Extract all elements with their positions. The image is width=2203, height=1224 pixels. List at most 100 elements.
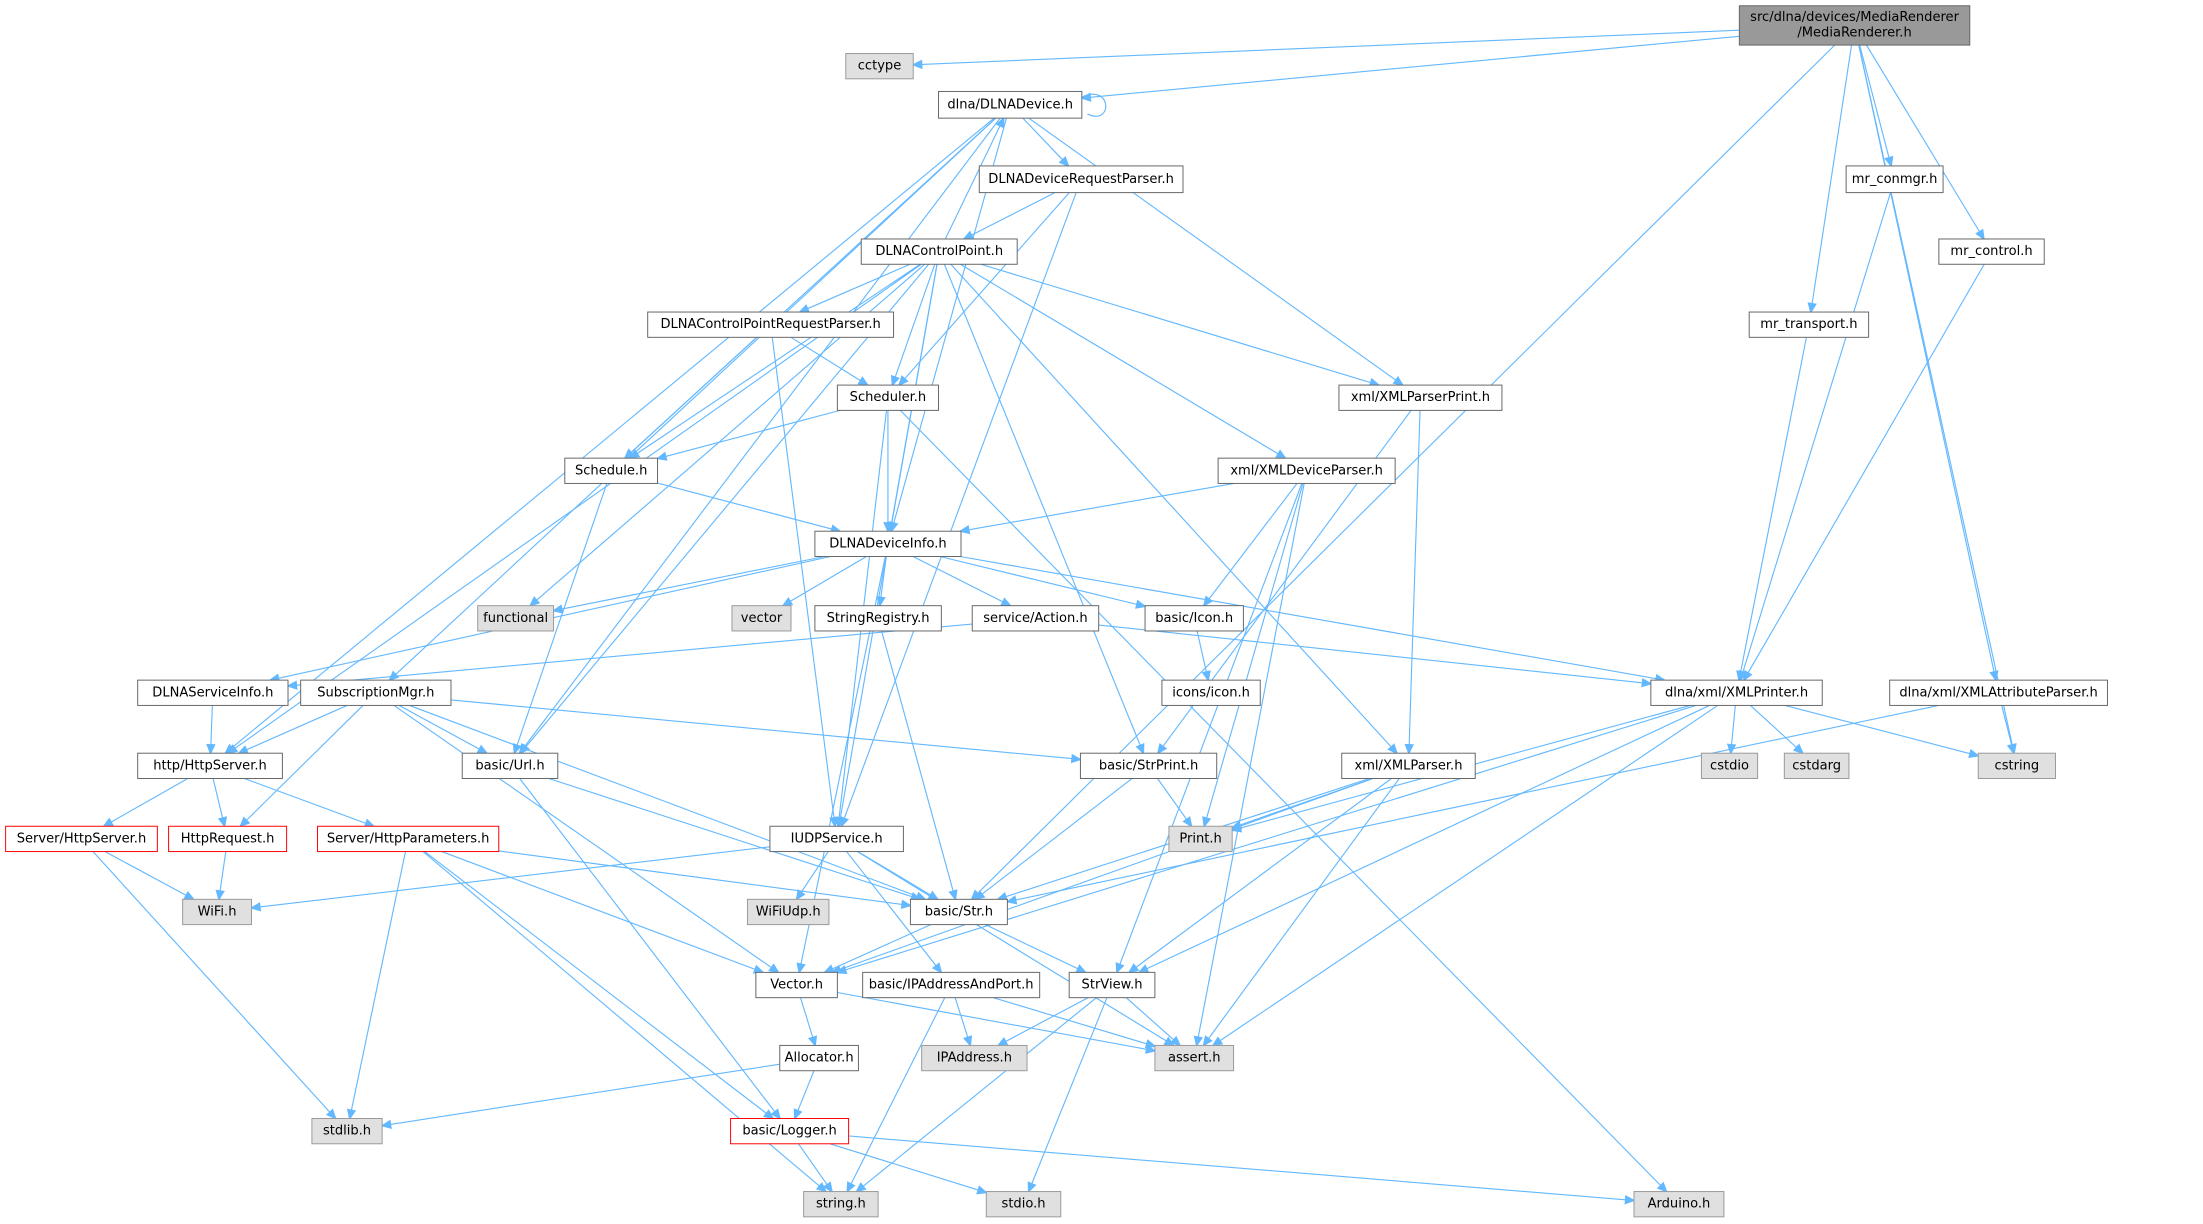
- node-controlpoint[interactable]: DLNAControlPoint.h: [860, 238, 1018, 265]
- node-submgr[interactable]: SubscriptionMgr.h: [300, 679, 452, 706]
- node-strprint[interactable]: basic/StrPrint.h: [1079, 752, 1218, 779]
- node-action[interactable]: service/Action.h: [971, 605, 1100, 632]
- arrowhead: [815, 1182, 828, 1193]
- node-xmlparserprint[interactable]: xml/XMLParserPrint.h: [1338, 384, 1503, 411]
- arrowhead: [1202, 1035, 1213, 1047]
- arrowhead: [1211, 1036, 1224, 1047]
- arrowhead: [1275, 449, 1287, 460]
- arrowhead: [1000, 597, 1012, 607]
- arrowhead: [476, 744, 489, 755]
- arrowhead: [1193, 1035, 1204, 1048]
- edge-schedule-to-deviceinfo: [657, 482, 842, 534]
- node-xmlattrparser[interactable]: dlna/xml/XMLAttributeParser.h: [1889, 679, 2108, 706]
- node-icon[interactable]: basic/Icon.h: [1144, 605, 1244, 632]
- node-iconsicon[interactable]: icons/icon.h: [1161, 679, 1261, 706]
- node-label: basic/IPAddressAndPort.h: [869, 978, 1034, 993]
- arrowhead: [846, 1181, 856, 1194]
- node-str[interactable]: basic/Str.h: [909, 898, 1008, 926]
- node-httpserver[interactable]: http/HttpServer.h: [137, 752, 283, 779]
- arrowhead: [1884, 155, 1894, 168]
- edge-root-to-cctype: [911, 29, 1740, 70]
- node-deviceinfo[interactable]: DLNADeviceInfo.h: [814, 530, 962, 557]
- node-devreqparser[interactable]: DLNADeviceRequestParser.h: [978, 165, 1184, 194]
- arrowhead: [1127, 963, 1140, 974]
- edge-controlpoint-to-cpreqparser: [798, 263, 911, 313]
- node-logger[interactable]: basic/Logger.h: [730, 1118, 850, 1145]
- edge-ipaddrport-to-assert: [993, 997, 1157, 1049]
- edge-xmlparser-to-assert: [1202, 778, 1400, 1047]
- node-label: HttpRequest.h: [181, 831, 275, 846]
- arrowhead: [781, 596, 794, 607]
- arrowhead: [1792, 743, 1805, 755]
- edge-httpparams-to-str: [498, 850, 913, 910]
- edge-cpreqparser-to-iudp: [771, 337, 839, 829]
- node-stringregistry[interactable]: StringRegistry.h: [814, 605, 942, 632]
- edge-scheduler-to-deviceinfo: [883, 410, 893, 533]
- arrowhead: [1202, 816, 1212, 828]
- arrowhead: [1075, 964, 1088, 974]
- node-strview[interactable]: StrView.h: [1068, 971, 1156, 999]
- arrowhead: [890, 374, 900, 387]
- edge-ipaddrport-to-ipaddress: [954, 997, 973, 1048]
- arrowhead: [1005, 895, 1018, 905]
- edge-httpserver-to-httprequest: [212, 778, 228, 828]
- edge-xmlprinter-to-cstdarg: [1750, 705, 1805, 755]
- edge-allocator-to-stdlib: [380, 1063, 780, 1129]
- node-cpreqparser[interactable]: DLNAControlPointRequestParser.h: [647, 311, 895, 338]
- node-httpparams[interactable]: Server/HttpParameters.h: [317, 825, 500, 853]
- edge-httpserver-to-srvhttpserver: [102, 778, 189, 828]
- arrowhead: [911, 59, 923, 70]
- node-iudp[interactable]: IUDPService.h: [769, 825, 904, 853]
- node-srvhttpserver[interactable]: Server/HttpServer.h: [5, 825, 158, 853]
- node-xmlparser[interactable]: xml/XMLParser.h: [1341, 752, 1476, 779]
- node-httprequest[interactable]: HttpRequest.h: [168, 825, 288, 853]
- edge-dlnadevice-to-dlnadevice: [1081, 93, 1107, 117]
- edge-root-to-cstring: [1858, 44, 2017, 755]
- node-label: cstdarg: [1792, 758, 1841, 773]
- arrowhead: [834, 816, 844, 829]
- arrowhead: [1115, 962, 1125, 975]
- edge-root-to-mrcontrol: [1865, 44, 1985, 241]
- edge-iudp-to-assert: [856, 851, 1176, 1047]
- node-scheduler[interactable]: Scheduler.h: [836, 384, 940, 411]
- edge-httprequest-to-wifi: [215, 851, 227, 902]
- node-xmldeviceparser[interactable]: xml/XMLDeviceParser.h: [1217, 457, 1396, 484]
- node-mrcontrol[interactable]: mr_control.h: [1938, 238, 2045, 265]
- node-serviceinfo[interactable]: DLNAServiceInfo.h: [137, 679, 289, 706]
- node-label: dlna/xml/XMLAttributeParser.h: [1899, 685, 2097, 700]
- node-label: basic/Icon.h: [1155, 611, 1233, 626]
- arrowhead: [183, 890, 196, 901]
- arrowhead: [551, 604, 564, 614]
- node-mrtransport[interactable]: mr_transport.h: [1748, 311, 1870, 338]
- arrowhead: [249, 902, 262, 912]
- node-label: Server/HttpParameters.h: [327, 831, 490, 846]
- node-dlnadevice[interactable]: dlna/DLNADevice.h: [938, 90, 1083, 119]
- arrowhead: [976, 1185, 988, 1195]
- edge-strprint-to-str: [973, 778, 1133, 901]
- node-url[interactable]: basic/Url.h: [461, 752, 559, 779]
- node-label: IPAddress.h: [937, 1051, 1012, 1066]
- arrowhead: [931, 962, 943, 974]
- arrowhead: [963, 1035, 973, 1048]
- edge-xmlparser-to-vectorh: [830, 777, 1374, 974]
- node-xmlprinter[interactable]: dlna/xml/XMLPrinter.h: [1650, 679, 1823, 706]
- edge-xmlattrparser-to-str: [1005, 704, 1939, 905]
- node-allocator[interactable]: Allocator.h: [779, 1044, 859, 1072]
- node-ipaddrport[interactable]: basic/IPAddressAndPort.h: [862, 971, 1041, 999]
- node-stdio: stdio.h: [985, 1191, 1062, 1218]
- edge-mrconmgr-to-xmlprinter: [1738, 192, 1892, 682]
- edge-controlpoint-to-scheduler: [890, 264, 936, 387]
- node-label: basic/Str.h: [925, 904, 993, 919]
- node-wifi: WiFi.h: [182, 898, 252, 926]
- edge-strview-to-assert: [1125, 997, 1182, 1047]
- node-label: stdio.h: [1002, 1197, 1046, 1212]
- arrowhead: [206, 743, 216, 755]
- edge-xmlprinter-to-cstring: [1784, 704, 1980, 759]
- edge-deviceinfo-to-vector: [781, 556, 867, 607]
- arrowhead: [1058, 156, 1070, 168]
- node-mrconmgr[interactable]: mr_conmgr.h: [1845, 165, 1944, 194]
- node-schedule[interactable]: Schedule.h: [564, 457, 659, 484]
- arrowhead: [823, 964, 835, 974]
- edge-submgr-to-vectorh: [393, 704, 780, 974]
- node-vectorh[interactable]: Vector.h: [755, 971, 838, 999]
